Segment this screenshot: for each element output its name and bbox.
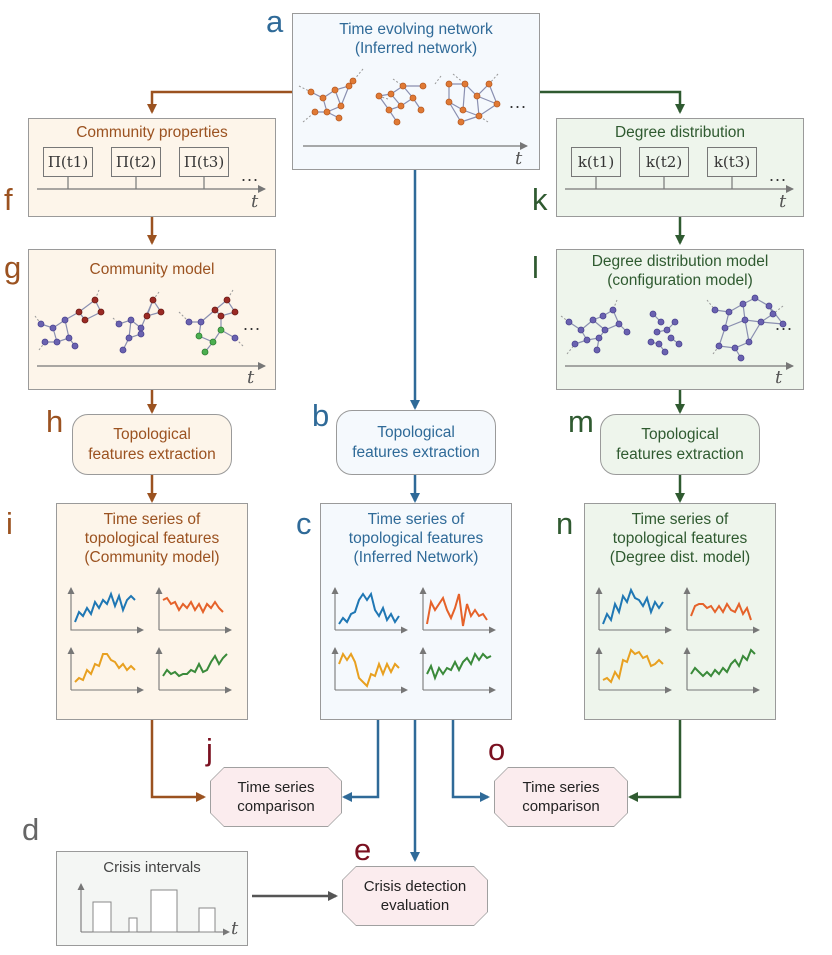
panel-k-snapshot-2: k(t2) bbox=[639, 147, 689, 177]
panel-g-community-model: Community model ... t bbox=[28, 249, 276, 390]
panel-a-ellipsis: ... bbox=[509, 92, 528, 112]
panel-f-t-label: t bbox=[251, 191, 259, 212]
panel-e-letter: e bbox=[354, 832, 372, 867]
panel-i-letter: i bbox=[6, 506, 13, 541]
panel-m-feature-extraction: Topological features extraction bbox=[600, 414, 760, 475]
panel-l-letter: l bbox=[532, 250, 539, 285]
panel-i-line1: Time series of bbox=[103, 511, 201, 528]
panel-d-crisis-intervals: Crisis intervals t bbox=[56, 851, 248, 946]
panel-e-line2: evaluation bbox=[380, 897, 450, 914]
panel-n-line1: Time series of bbox=[631, 511, 729, 528]
panel-f-community-properties: Community properties Π(t1) Π(t2) Π(t3) .… bbox=[28, 118, 276, 217]
panel-n-series-plots bbox=[595, 587, 760, 694]
panel-l-ellipsis: ... bbox=[775, 314, 794, 334]
panel-a-title-line2: (Inferred network) bbox=[354, 40, 478, 57]
panel-a-t-label: t bbox=[515, 148, 523, 169]
panel-m-line2: features extraction bbox=[616, 446, 744, 463]
panel-k-snapshot-1: k(t1) bbox=[571, 147, 621, 177]
panel-o-line2: comparison bbox=[522, 798, 600, 815]
panel-a-time-evolving-network: Time evolving network (Inferred network)… bbox=[292, 13, 540, 170]
panel-c-line2: topological features bbox=[348, 530, 484, 547]
panel-b-line1: Topological bbox=[377, 424, 455, 441]
panel-f-snapshot-2: Π(t2) bbox=[111, 147, 161, 177]
panel-n-line2: topological features bbox=[612, 530, 748, 547]
panel-j-letter: j bbox=[206, 732, 213, 767]
panel-h-feature-extraction: Topological features extraction bbox=[72, 414, 232, 475]
panel-o-time-series-comparison: Time series comparison bbox=[494, 767, 628, 827]
panel-i-line2: topological features bbox=[84, 530, 220, 547]
panel-l-degree-distribution-model: Degree distribution model (configuration… bbox=[556, 249, 804, 390]
panel-n-letter: n bbox=[556, 506, 574, 541]
panel-k-axis bbox=[565, 177, 794, 193]
panel-g-letter: g bbox=[4, 250, 22, 285]
panel-o-line1: Time series bbox=[522, 779, 600, 796]
panel-k-ellipsis: ... bbox=[769, 165, 788, 185]
panel-f-axis bbox=[37, 177, 266, 193]
panel-h-letter: h bbox=[46, 404, 64, 439]
panel-f-letter: f bbox=[4, 182, 13, 217]
panel-e-line1: Crisis detection bbox=[363, 878, 467, 895]
panel-c-series-plots bbox=[331, 587, 496, 694]
panel-c-line3: (Inferred Network) bbox=[353, 549, 479, 566]
panel-b-line2: features extraction bbox=[352, 444, 480, 461]
panel-b-feature-extraction: Topological features extraction bbox=[336, 410, 496, 475]
panel-k-letter: k bbox=[532, 182, 548, 217]
panel-f-title: Community properties bbox=[76, 124, 228, 141]
panel-f-ellipsis: ... bbox=[241, 165, 260, 185]
panel-i-time-series-community: Time series of topological features (Com… bbox=[56, 503, 248, 720]
connector-arrows bbox=[147, 90, 685, 901]
panel-n-line3: (Degree dist. model) bbox=[609, 549, 751, 566]
panel-f-snapshot-3: Π(t3) bbox=[179, 147, 229, 177]
panel-k-degree-distribution: Degree distribution k(t1) k(t2) k(t3) ..… bbox=[556, 118, 804, 217]
panel-d-letter: d bbox=[22, 812, 40, 847]
panel-g-title: Community model bbox=[89, 261, 215, 278]
panel-g-networks bbox=[34, 289, 266, 370]
panel-c-line1: Time series of bbox=[367, 511, 465, 528]
panel-j-text: Time series comparison bbox=[210, 778, 342, 816]
panel-n-time-series-degree: Time series of topological features (Deg… bbox=[584, 503, 776, 720]
panel-d-title: Crisis intervals bbox=[103, 859, 201, 876]
panel-a-title-line1: Time evolving network bbox=[339, 21, 493, 38]
panel-j-line1: Time series bbox=[237, 779, 315, 796]
panel-i-line3: (Community model) bbox=[84, 549, 220, 566]
panel-d-intervals-plot bbox=[77, 883, 230, 936]
panel-c-letter: c bbox=[296, 506, 312, 541]
panel-k-snapshot-3: k(t3) bbox=[707, 147, 757, 177]
panel-o-letter: o bbox=[488, 732, 506, 767]
panel-g-t-label: t bbox=[247, 367, 255, 388]
panel-j-time-series-comparison: Time series comparison bbox=[210, 767, 342, 827]
panel-c-time-series-inferred: Time series of topological features (Inf… bbox=[320, 503, 512, 720]
panel-m-letter: m bbox=[568, 404, 594, 439]
panel-k-t-label: t bbox=[779, 191, 787, 212]
panel-o-text: Time series comparison bbox=[494, 778, 628, 816]
panel-l-networks bbox=[560, 294, 794, 370]
panel-e-crisis-detection-evaluation: Crisis detection evaluation bbox=[342, 866, 488, 926]
panel-i-series-plots bbox=[67, 587, 232, 694]
panel-l-title-line2: (configuration model) bbox=[607, 272, 753, 289]
panel-f-snapshot-1: Π(t1) bbox=[43, 147, 93, 177]
panel-k-title: Degree distribution bbox=[614, 124, 746, 141]
panel-j-line2: comparison bbox=[237, 798, 315, 815]
panel-b-letter: b bbox=[312, 398, 330, 433]
panel-g-ellipsis: ... bbox=[243, 314, 262, 334]
panel-l-title-line1: Degree distribution model bbox=[591, 253, 769, 270]
panel-e-text: Crisis detection evaluation bbox=[342, 877, 488, 915]
panel-h-line2: features extraction bbox=[88, 446, 216, 463]
panel-h-line1: Topological bbox=[113, 426, 191, 443]
panel-a-networks bbox=[298, 68, 528, 150]
panel-a-letter: a bbox=[266, 4, 284, 39]
panel-l-t-label: t bbox=[775, 367, 783, 388]
panel-m-line1: Topological bbox=[641, 426, 719, 443]
panel-d-t-label: t bbox=[231, 918, 239, 939]
